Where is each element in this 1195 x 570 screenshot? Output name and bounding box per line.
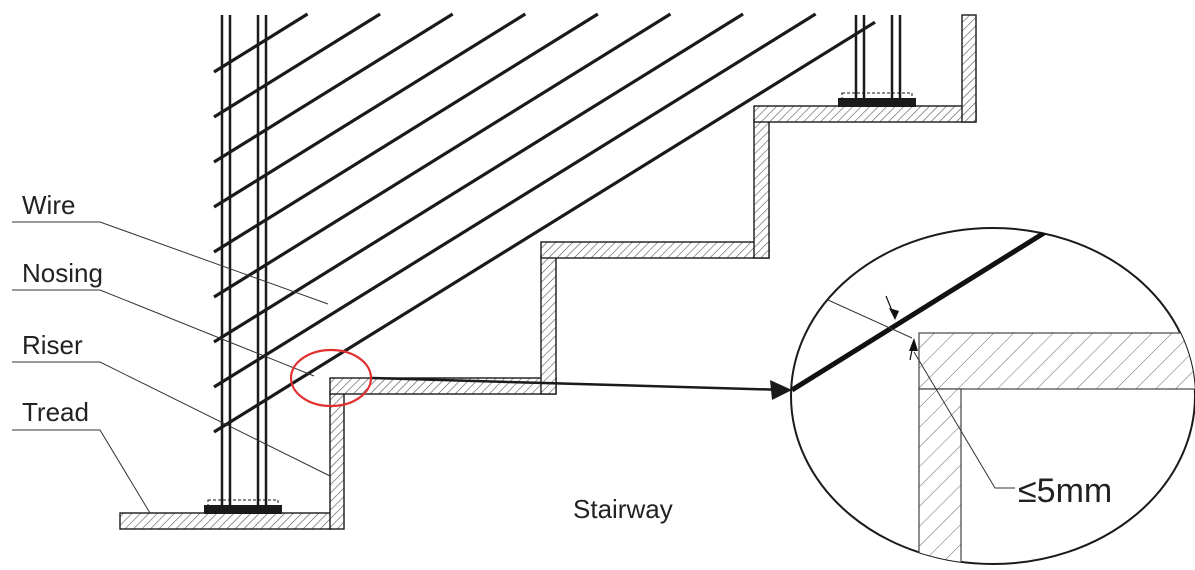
nosing-label: Nosing bbox=[22, 258, 103, 288]
enlarged-tread bbox=[918, 332, 1195, 390]
cable-wire bbox=[213, 20, 876, 434]
floor-slab bbox=[119, 512, 333, 530]
wire-leader bbox=[12, 221, 329, 305]
magnified-detail: ≤5mm bbox=[790, 227, 1195, 565]
magnifier-outline bbox=[790, 227, 1195, 565]
enlarged-wire bbox=[791, 228, 1054, 393]
cable-wire bbox=[213, 12, 672, 299]
lower-base-plate bbox=[204, 505, 282, 514]
cable-wire bbox=[213, 12, 527, 209]
tread-leader bbox=[12, 429, 151, 514]
cable-wire bbox=[213, 12, 599, 254]
upper-base-plate bbox=[838, 98, 916, 107]
tread-2 bbox=[540, 241, 770, 259]
riser-label: Riser bbox=[22, 330, 83, 360]
riser-1 bbox=[329, 391, 345, 530]
tread-label: Tread bbox=[22, 397, 89, 427]
dimension-line bbox=[827, 299, 913, 339]
cable-wire bbox=[213, 12, 454, 164]
cable-wire bbox=[213, 12, 381, 119]
wire-label: Wire bbox=[22, 190, 75, 220]
nosing-leader bbox=[12, 289, 315, 377]
gap-label: ≤5mm bbox=[1018, 472, 1112, 510]
base-plates bbox=[204, 92, 916, 514]
stair-profile bbox=[119, 14, 977, 530]
riser-3 bbox=[753, 119, 770, 259]
callout-arrow bbox=[371, 376, 792, 400]
cable-wires bbox=[213, 12, 876, 434]
riser-2 bbox=[540, 255, 557, 395]
gap-leader bbox=[913, 351, 1015, 489]
top-wall bbox=[961, 14, 977, 123]
nosing-highlight-circle bbox=[289, 348, 373, 408]
leader-lines bbox=[12, 221, 331, 514]
stairway-label: Stairway bbox=[573, 494, 673, 524]
riser-leader bbox=[12, 361, 331, 477]
tread-3 bbox=[753, 105, 977, 123]
cable-wire bbox=[213, 12, 817, 389]
enlarged-riser bbox=[918, 388, 962, 564]
cable-wire bbox=[213, 12, 309, 74]
cable-wire bbox=[213, 12, 744, 344]
